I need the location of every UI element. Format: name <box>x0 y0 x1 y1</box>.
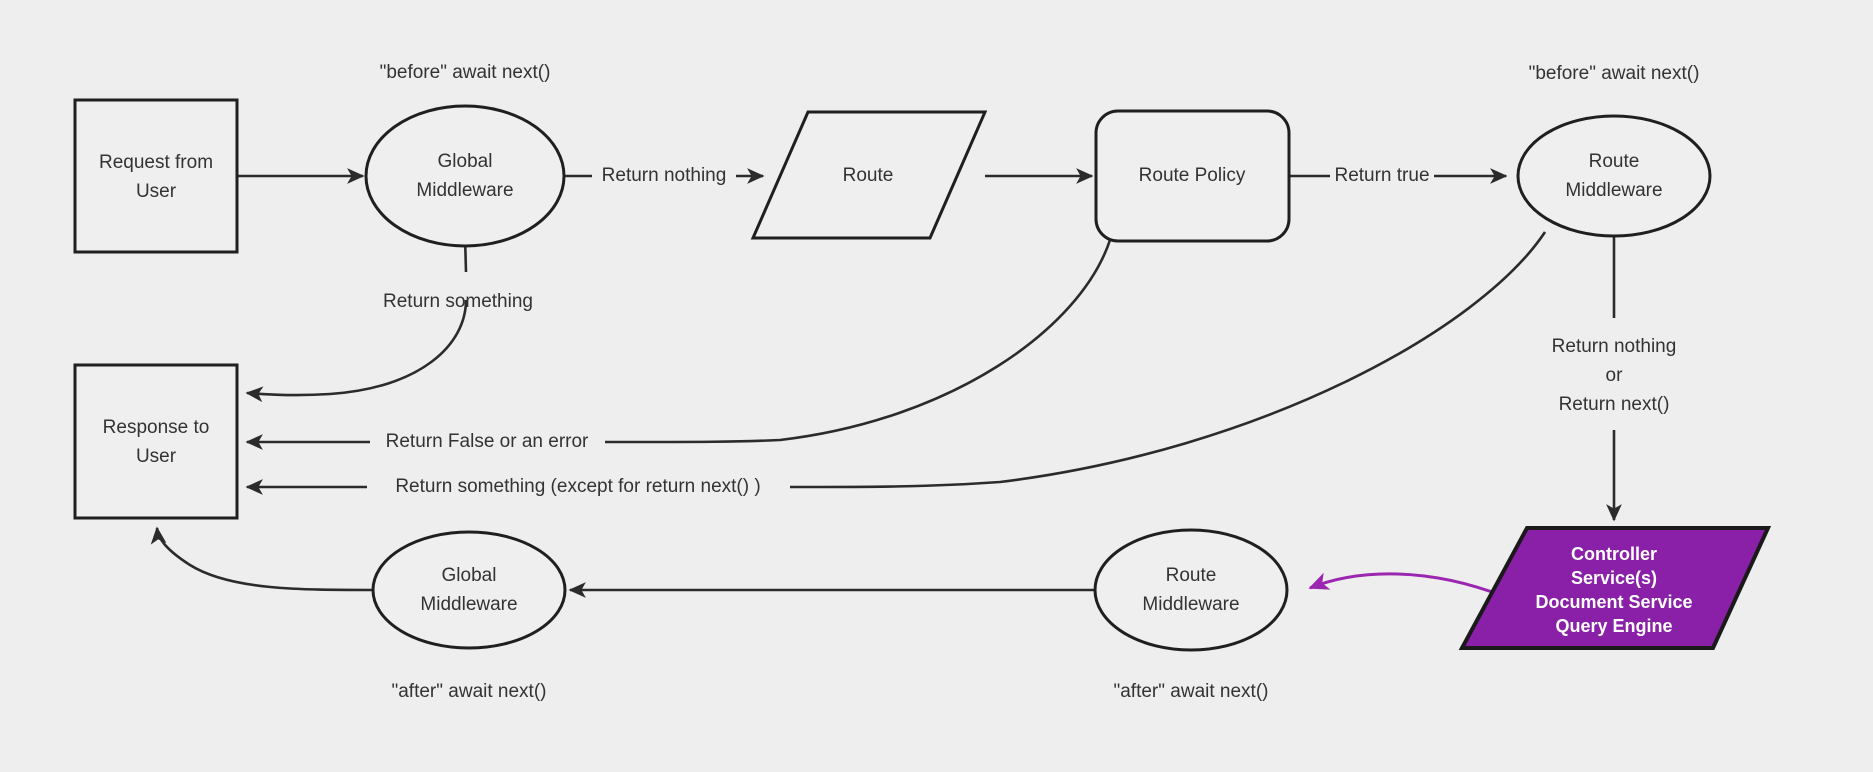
edge-label-return-something: Return something <box>383 291 533 312</box>
node-request-from-user[interactable]: Request from User <box>73 98 239 254</box>
edge-controller-to-route-middleware-after <box>1308 572 1504 598</box>
node-route[interactable]: Route <box>750 110 988 240</box>
edge-label-return-false-or-error: Return False or an error <box>386 431 589 452</box>
node-controller-services[interactable]: Controller Service(s) Document Service Q… <box>1458 526 1772 650</box>
edge-label-return-something-except-next: Return something (except for return next… <box>395 476 760 497</box>
annotation-after-await-next-global: "after" await next() <box>392 681 547 702</box>
node-response-to-user-label-line2: User <box>136 446 177 467</box>
node-controller-services-label-line2: Service(s) <box>1571 568 1657 588</box>
edge-label-return-nothing-or-next-line3: Return next() <box>1559 394 1670 415</box>
node-global-middleware-after-label-line2: Middleware <box>420 594 517 615</box>
node-route-middleware-after-label-line2: Middleware <box>1142 594 1239 615</box>
annotation-after-await-next-route: "after" await next() <box>1114 681 1269 702</box>
node-request-from-user-label-line2: User <box>136 181 177 202</box>
node-route-middleware-before-label-line1: Route <box>1589 151 1640 172</box>
node-controller-services-label-line4: Query Engine <box>1555 616 1672 636</box>
edge-routemw-to-response-curve <box>789 231 1547 489</box>
node-route-middleware-before[interactable]: Route Middleware <box>1516 114 1712 238</box>
node-route-middleware-after-label-line1: Route <box>1166 565 1217 586</box>
edge-label-return-nothing-or-next-line1: Return nothing <box>1552 336 1677 357</box>
node-route-label: Route <box>843 165 894 186</box>
node-request-from-user-label-line1: Request from <box>99 152 213 173</box>
node-route-middleware-before-label-line2: Middleware <box>1565 180 1662 201</box>
node-controller-services-label-line3: Document Service <box>1535 592 1692 612</box>
annotation-before-await-next-route: "before" await next() <box>1529 63 1700 84</box>
node-route-policy[interactable]: Route Policy <box>1094 109 1291 243</box>
node-route-policy-label: Route Policy <box>1139 165 1246 186</box>
node-global-middleware-after-label-line1: Global <box>442 565 497 586</box>
node-response-to-user[interactable]: Response to User <box>73 363 239 520</box>
annotation-before-await-next-global: "before" await next() <box>380 62 551 83</box>
edge-label-return-nothing-or-next-line2: or <box>1606 365 1624 386</box>
edge-global-middleware-after-to-response <box>150 526 374 592</box>
node-global-middleware-after[interactable]: Global Middleware <box>371 530 567 650</box>
edge-policy-to-response-curve <box>604 239 1112 444</box>
edge-label-return-nothing: Return nothing <box>602 165 727 186</box>
node-route-middleware-after[interactable]: Route Middleware <box>1093 528 1289 652</box>
node-global-middleware-before[interactable]: Global Middleware <box>364 104 566 248</box>
node-controller-services-label-line1: Controller <box>1571 544 1657 564</box>
node-global-middleware-before-label-line1: Global <box>438 151 493 172</box>
edge-globalmw-to-response-return-something <box>245 299 468 403</box>
node-response-to-user-label-line1: Response to <box>103 417 210 438</box>
node-global-middleware-before-label-line2: Middleware <box>416 180 513 201</box>
edge-label-return-true: Return true <box>1334 165 1429 186</box>
